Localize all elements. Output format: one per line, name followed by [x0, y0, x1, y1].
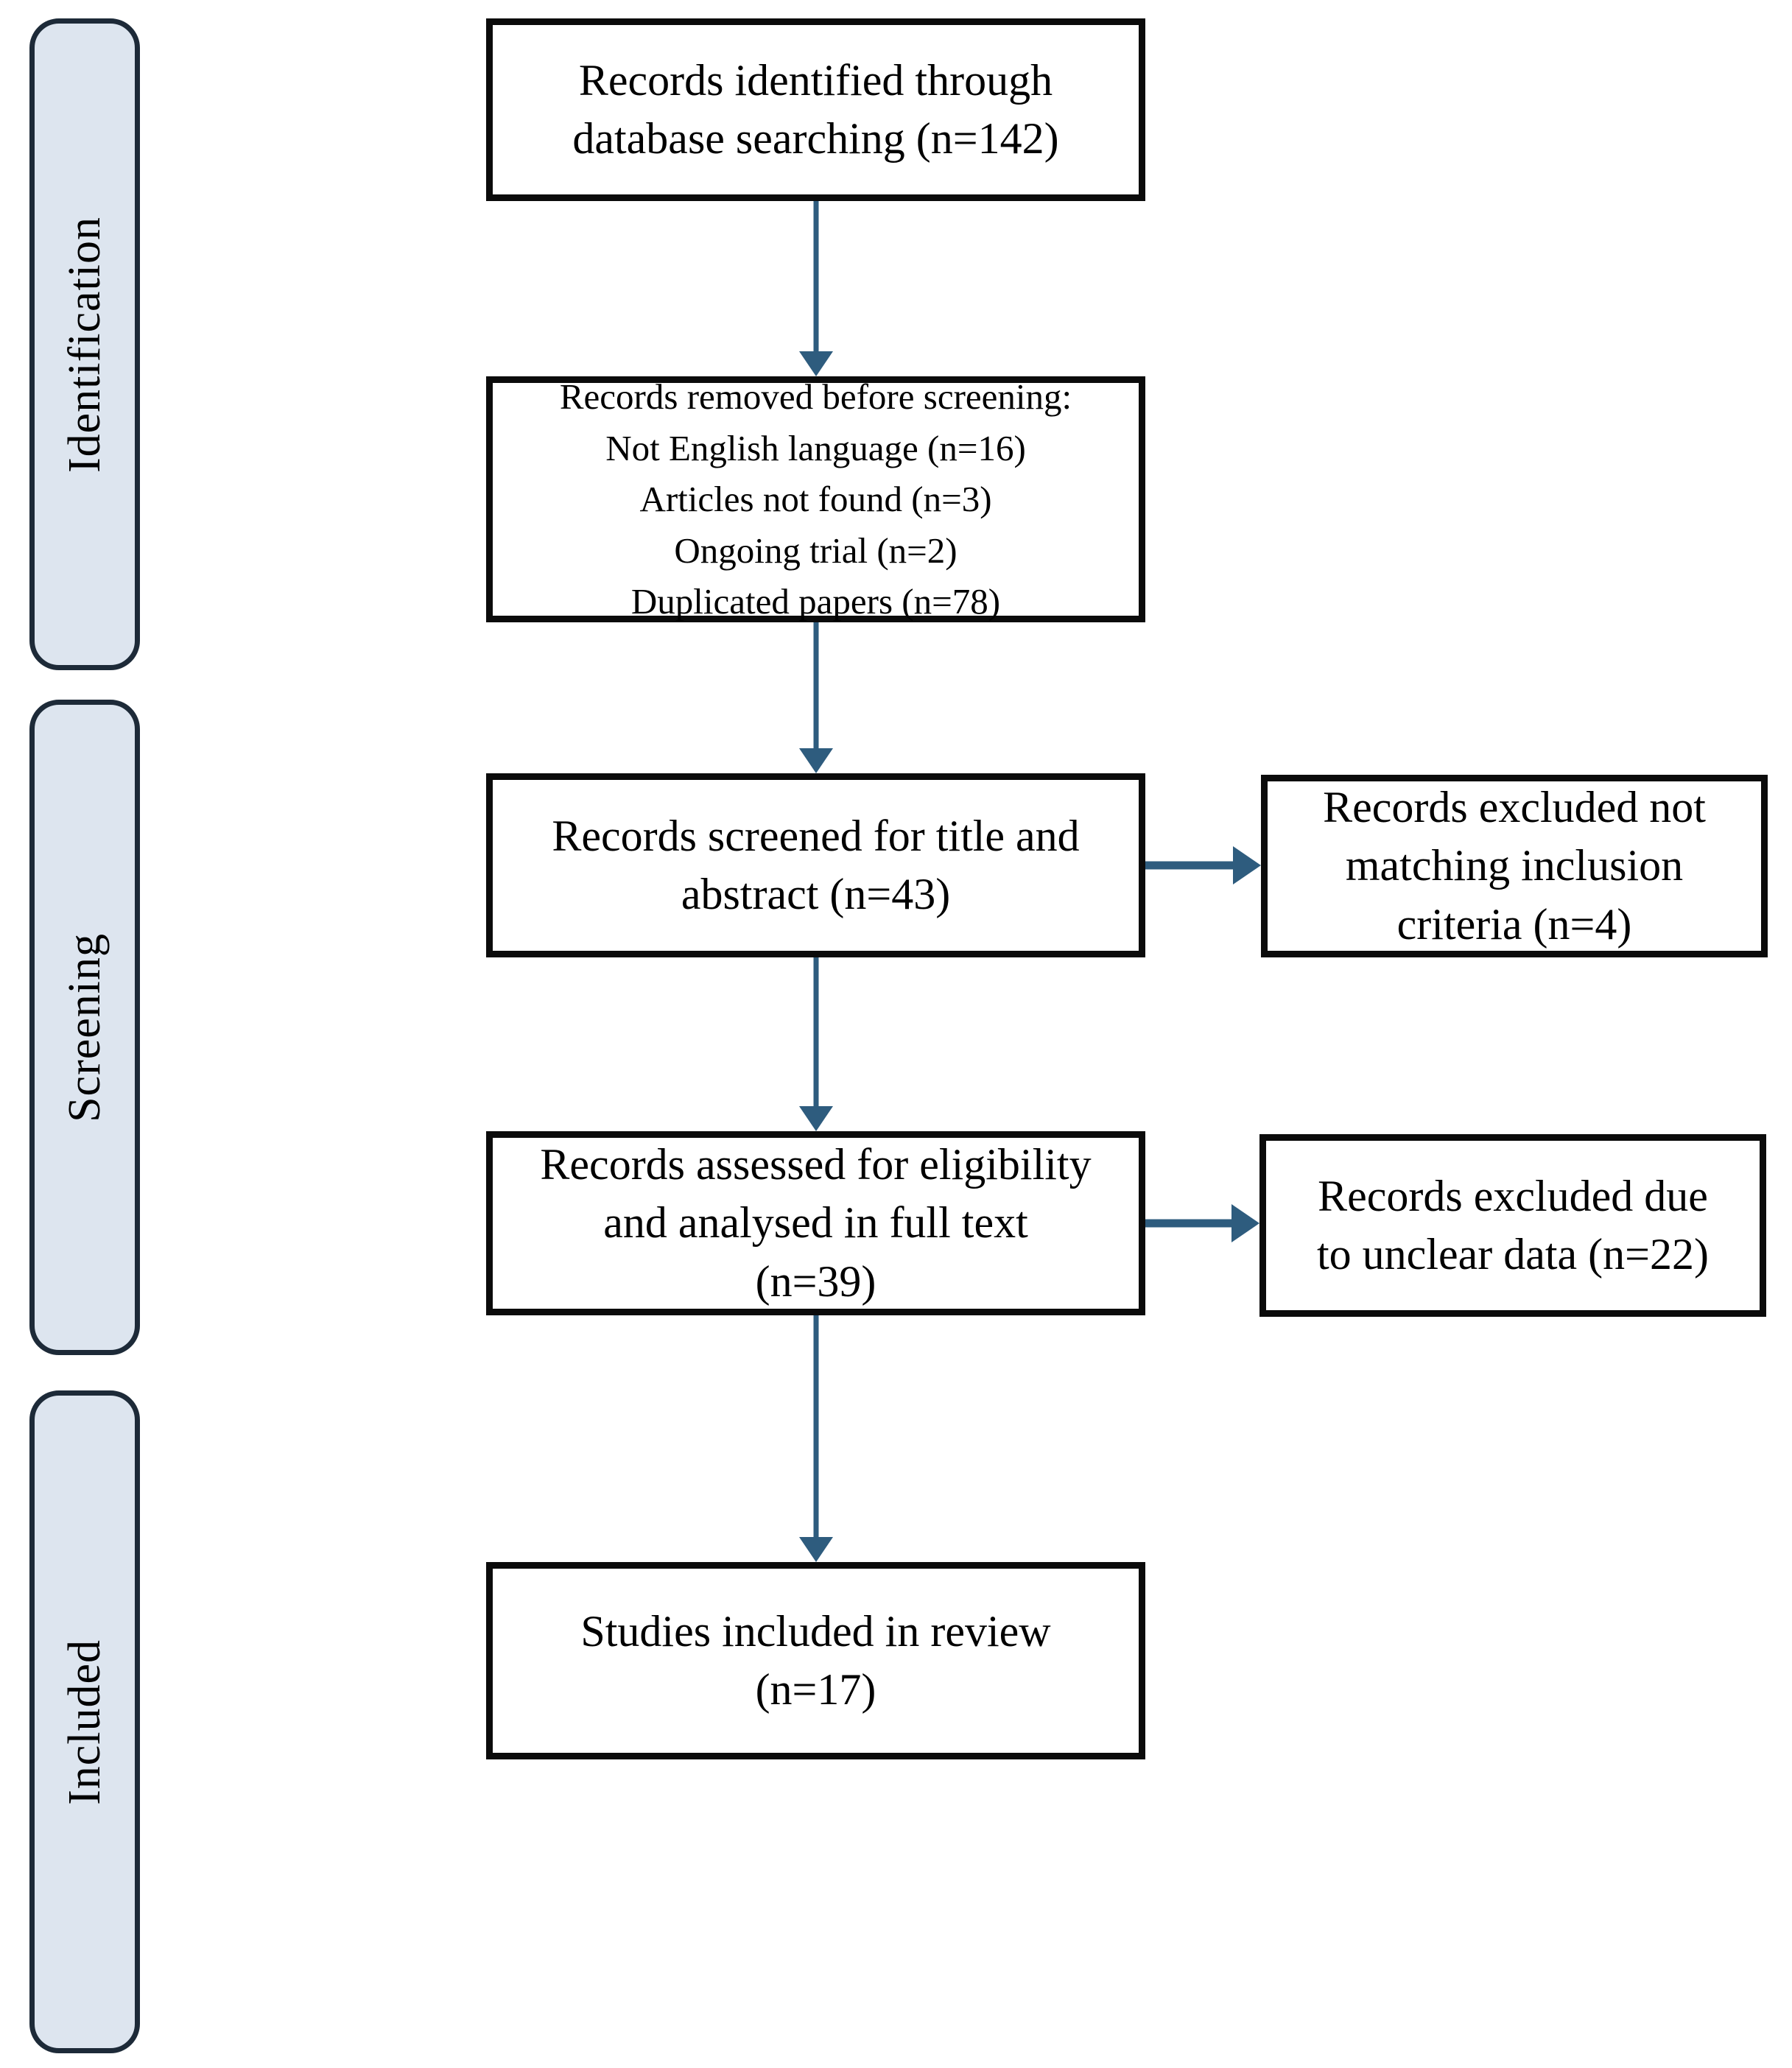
box-records-excluded-inclusion-text: Records excluded not matching inclusion … [1323, 783, 1706, 949]
stage-label-screening: Screening [60, 932, 110, 1122]
box-records-excluded-unclear: Records excluded due to unclear data (n=… [1259, 1134, 1766, 1317]
box-records-identified-text: Records identified through database sear… [572, 55, 1059, 163]
stage-rail-included: Included [29, 1390, 140, 2053]
box-records-removed: Records removed before screening: Not En… [486, 376, 1145, 622]
stage-label-included: Included [60, 1639, 110, 1805]
box-records-identified: Records identified through database sear… [486, 18, 1145, 201]
box-records-screened: Records screened for title and abstract … [486, 773, 1145, 957]
box-records-assessed-text: Records assessed for eligibility and ana… [540, 1140, 1092, 1306]
box-records-assessed: Records assessed for eligibility and ana… [486, 1131, 1145, 1315]
box-records-excluded-inclusion: Records excluded not matching inclusion … [1261, 775, 1768, 957]
box-studies-included: Studies included in review (n=17) [486, 1562, 1145, 1759]
box-records-removed-text: Records removed before screening: Not En… [559, 376, 1072, 622]
box-records-screened-text: Records screened for title and abstract … [552, 811, 1080, 918]
stage-label-identification: Identification [60, 216, 110, 473]
box-records-excluded-unclear-text: Records excluded due to unclear data (n=… [1317, 1171, 1709, 1279]
stage-rail-screening: Screening [29, 700, 140, 1355]
stage-rail-identification: Identification [29, 18, 140, 670]
box-studies-included-text: Studies included in review (n=17) [580, 1606, 1051, 1714]
